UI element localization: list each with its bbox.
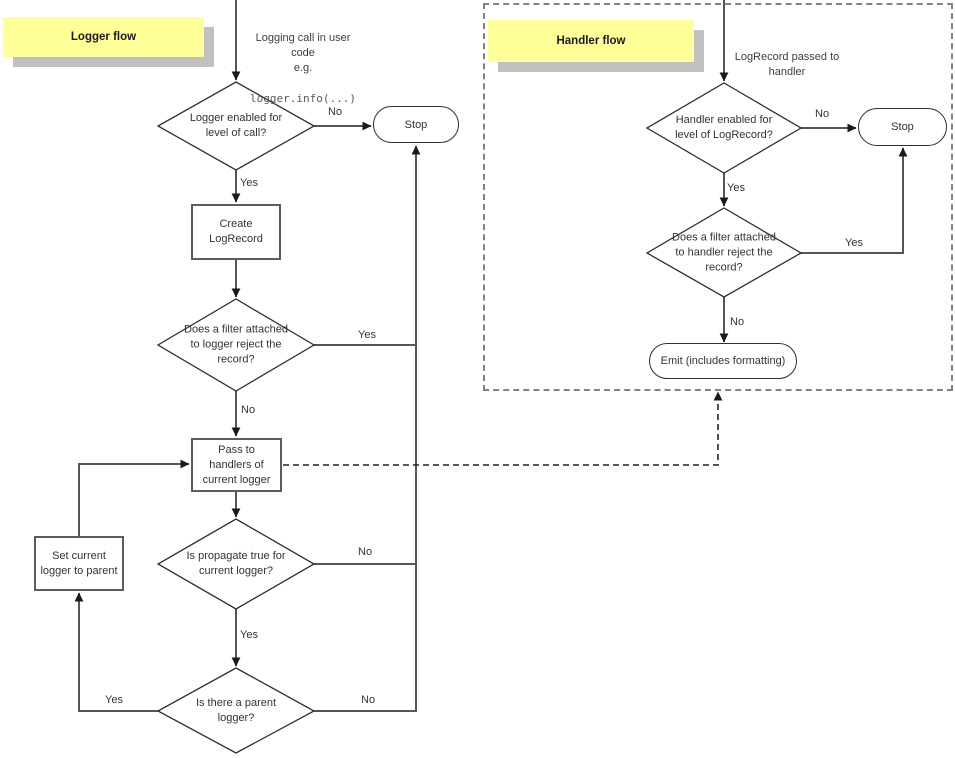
parent-logger-diamond (156, 667, 316, 754)
handler-level-question: Handler enabled for level of LogRecord? (675, 114, 773, 141)
parent-logger-question: Is there a parent logger? (195, 697, 277, 724)
pass-to-handlers-box: Pass to handlers of current logger (191, 438, 282, 492)
edge-to-stop-logger (314, 145, 421, 712)
handler-entry-annotation: LogRecord passed to handler (726, 35, 848, 95)
set-current-logger-box: Set current logger to parent (34, 536, 124, 591)
label-hfilter-yes: Yes (845, 237, 863, 249)
label-filter-no: No (241, 404, 256, 416)
label-level-no: No (328, 106, 343, 118)
handler-flow-note-label: Handler flow (556, 35, 626, 47)
handler-stop-label: Stop (891, 121, 914, 133)
label-hlevel-yes: Yes (727, 182, 745, 194)
handler-filter-diamond (645, 207, 803, 298)
propagate-question: Is propagate true for current logger? (186, 550, 286, 577)
label-propagate-no: No (358, 546, 373, 558)
label-parent-yes: Yes (105, 694, 123, 706)
logger-stop-node: Stop (373, 106, 459, 143)
logger-entry-annotation: Logging call in user code e.g. logger.in… (240, 16, 366, 121)
edge-hfilter-yes (801, 147, 908, 254)
logger-filter-diamond (156, 298, 316, 392)
handler-stop-node: Stop (858, 108, 947, 146)
handler-entry-text: LogRecord passed to handler (734, 51, 840, 78)
propagate-diamond (156, 518, 316, 610)
logger-entry-text: Logging call in user code e.g. (255, 32, 351, 74)
logger-filter-question: Does a filter attached to logger reject … (184, 323, 288, 366)
logger-stop-label: Stop (404, 118, 428, 131)
handler-flow-container (483, 3, 953, 391)
handler-level-diamond (645, 82, 803, 174)
edge-setparent-to-pass (78, 459, 190, 536)
handler-filter-question: Does a filter attached to handler reject… (672, 231, 776, 274)
label-hfilter-no: No (730, 316, 745, 328)
set-current-logger-label: Set current logger to parent (40, 549, 118, 577)
create-logrecord-label: Create LogRecord (209, 218, 263, 245)
edge-parent-yes (74, 592, 158, 712)
logger-flow-note: Logger flow (3, 17, 204, 57)
label-hlevel-no: No (815, 108, 830, 120)
logger-flow-note-label: Logger flow (70, 31, 137, 43)
logger-level-diamond (156, 81, 316, 171)
edge-pass-to-handler-flow (283, 391, 723, 466)
emit-node: Emit (includes formatting) (649, 343, 797, 379)
label-parent-no: No (361, 694, 376, 706)
create-logrecord-box: Create LogRecord (191, 204, 281, 260)
label-filter-yes: Yes (358, 329, 376, 341)
emit-label: Emit (includes formatting) (660, 355, 786, 367)
logger-entry-code: logger.info(...) (250, 92, 356, 105)
label-propagate-yes: Yes (240, 629, 258, 641)
logger-level-question: Logger enabled for level of call? (189, 112, 283, 139)
handler-flow-note: Handler flow (488, 20, 694, 62)
pass-to-handlers-label: Pass to handlers of current logger (202, 443, 271, 486)
label-level-yes: Yes (240, 177, 258, 189)
